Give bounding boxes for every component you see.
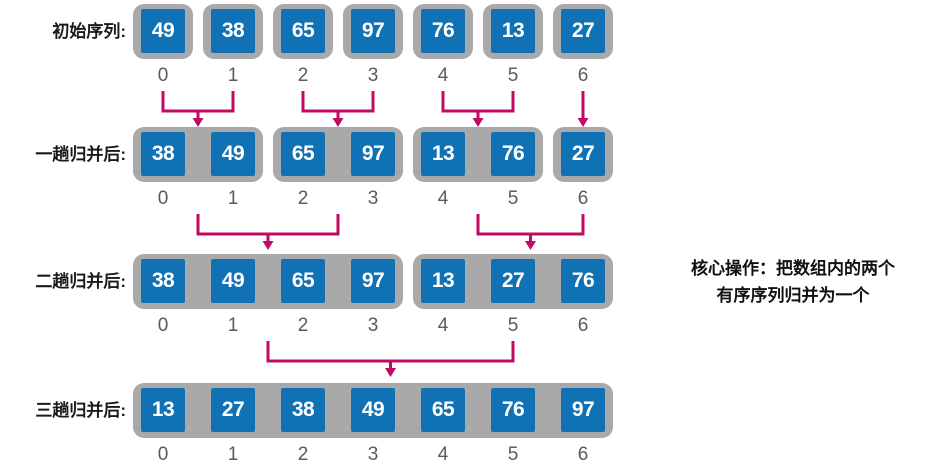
value-box: 76: [491, 388, 535, 432]
merge-bracket-arrow: [266, 341, 515, 377]
index-label: 1: [227, 444, 239, 465]
index-label: 2: [297, 188, 309, 209]
index-label: 4: [437, 188, 449, 209]
group-container: 27: [553, 127, 613, 182]
value-box: 13: [491, 9, 535, 53]
index-label: 4: [437, 315, 449, 336]
group-container: 38 49 65 97: [133, 254, 403, 309]
value-box: 38: [141, 259, 185, 303]
note-line-2: 有序序列归并为一个: [716, 286, 870, 305]
index-label: 4: [437, 444, 449, 465]
index-label: 3: [367, 315, 379, 336]
merge-bracket-arrow: [476, 214, 585, 250]
value-box: 27: [561, 132, 605, 176]
value-box: 13: [421, 259, 465, 303]
value-box: 38: [281, 388, 325, 432]
group-container: 38 49: [133, 127, 263, 182]
group-container: 49: [133, 4, 193, 59]
index-label: 0: [157, 315, 169, 336]
index-label: 5: [507, 315, 519, 336]
group-container: 13 27 76: [413, 254, 613, 309]
value-box: 65: [281, 132, 325, 176]
value-box: 65: [281, 9, 325, 53]
value-box: 27: [211, 388, 255, 432]
note-line-1: 核心操作：把数组内的两个: [691, 259, 895, 278]
index-label: 6: [577, 315, 589, 336]
value-box: 38: [211, 9, 255, 53]
merge-bracket-arrow: [161, 91, 235, 127]
value-box: 49: [211, 259, 255, 303]
value-box: 13: [421, 132, 465, 176]
value-box: 76: [561, 259, 605, 303]
index-label: 6: [577, 188, 589, 209]
group-container: 65: [273, 4, 333, 59]
merge-bracket-arrow: [441, 91, 515, 127]
value-box: 27: [561, 9, 605, 53]
value-box: 49: [141, 9, 185, 53]
value-box: 49: [351, 388, 395, 432]
row-label: 二趟归并后:: [35, 272, 126, 291]
index-label: 6: [577, 444, 589, 465]
group-container: 13: [483, 4, 543, 59]
value-box: 49: [211, 132, 255, 176]
merge-bracket-arrow: [196, 214, 340, 250]
value-box: 97: [351, 9, 395, 53]
row-label: 三趟归并后:: [35, 401, 126, 420]
value-box: 97: [351, 132, 395, 176]
value-box: 76: [421, 9, 465, 53]
index-label: 3: [367, 65, 379, 86]
index-label: 1: [227, 65, 239, 86]
index-label: 2: [297, 444, 309, 465]
index-label: 3: [367, 444, 379, 465]
index-label: 5: [507, 444, 519, 465]
index-label: 0: [157, 444, 169, 465]
group-container: 65 97: [273, 127, 403, 182]
index-label: 2: [297, 65, 309, 86]
index-label: 5: [507, 188, 519, 209]
group-container: 97: [343, 4, 403, 59]
group-container: 76: [413, 4, 473, 59]
index-label: 6: [577, 65, 589, 86]
value-box: 97: [561, 388, 605, 432]
index-label: 5: [507, 65, 519, 86]
group-container: 38: [203, 4, 263, 59]
index-label: 2: [297, 315, 309, 336]
group-container: 13 27 38 49 65 76 97: [133, 383, 613, 438]
value-box: 38: [141, 132, 185, 176]
index-label: 1: [227, 315, 239, 336]
row-label: 一趟归并后:: [35, 145, 126, 164]
value-box: 27: [491, 259, 535, 303]
merge-bracket-arrow: [301, 91, 375, 127]
value-box: 65: [281, 259, 325, 303]
index-label: 3: [367, 188, 379, 209]
index-label: 0: [157, 65, 169, 86]
index-label: 1: [227, 188, 239, 209]
pass-down-arrow: [577, 91, 589, 127]
group-container: 27: [553, 4, 613, 59]
row-label: 初始序列:: [52, 22, 126, 41]
value-box: 65: [421, 388, 465, 432]
index-label: 4: [437, 65, 449, 86]
index-label: 0: [157, 188, 169, 209]
value-box: 76: [491, 132, 535, 176]
core-operation-note: 核心操作：把数组内的两个 有序序列归并为一个: [655, 255, 931, 309]
value-box: 97: [351, 259, 395, 303]
value-box: 13: [141, 388, 185, 432]
group-container: 13 76: [413, 127, 543, 182]
